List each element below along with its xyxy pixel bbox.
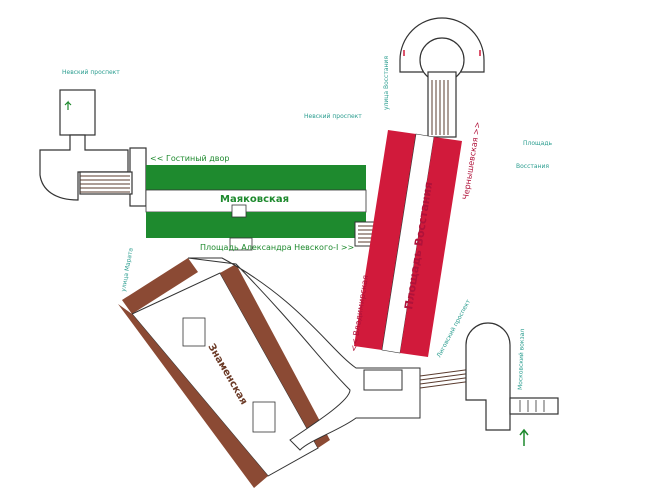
- street-nevsky-mid: Невский проспект: [304, 113, 362, 120]
- street-moskovsky-vokzal: Московский вокзал: [517, 329, 526, 391]
- entrance-arrow-icon: [64, 100, 72, 110]
- direction-ploshchad-nevskogo: Площадь Александра Невского-I >>: [200, 243, 354, 252]
- vokzal-vestibule: [465, 322, 559, 431]
- lower-passage: [187, 257, 421, 451]
- mayakovskaya-track-bottom: [146, 212, 366, 238]
- mayakovskaya-connector: [229, 237, 253, 251]
- vestibule-left: [39, 89, 147, 207]
- escalator-icon: [431, 80, 449, 135]
- direction-chernyshevskaya: Чернышевская >>: [461, 121, 482, 200]
- street-nevsky-left: Невский проспект: [62, 69, 120, 76]
- street-ulitsa-vosstaniya: улица Восстания: [383, 56, 390, 110]
- vosstaniya-station: [354, 130, 462, 357]
- entrance-arrow-icon: [519, 428, 529, 446]
- street-ulitsa-marata: улица Марата: [120, 247, 135, 292]
- street-ploshchad: Площадь: [523, 140, 552, 147]
- rotunda-vestibule: [399, 17, 485, 138]
- mayakovskaya-track-top: [146, 165, 366, 190]
- stairs-icon: [182, 317, 276, 433]
- street-vosstaniya: Восстания: [516, 163, 549, 170]
- station-mayakovskaya: Маяковская: [220, 194, 289, 205]
- escalator-icon: [80, 175, 130, 193]
- direction-gostiny-dvor: << Гостиный двор: [150, 154, 230, 163]
- mayakovskaya-stairs-icon: [231, 204, 247, 218]
- stairs-icon: [519, 400, 545, 412]
